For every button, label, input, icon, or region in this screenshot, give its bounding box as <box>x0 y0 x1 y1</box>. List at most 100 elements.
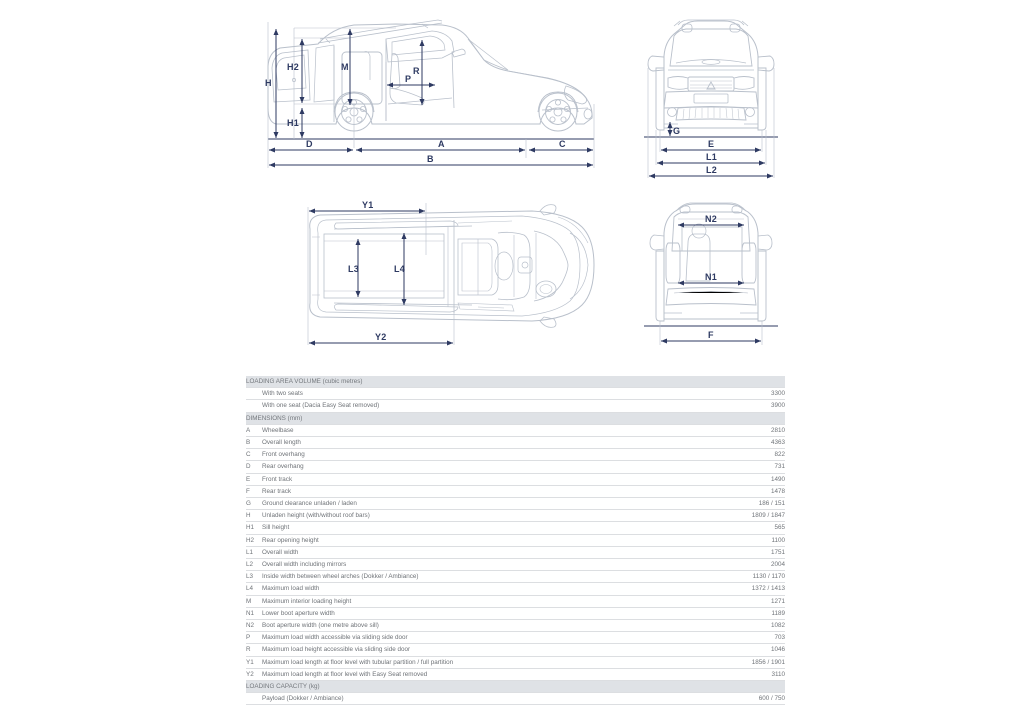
table-cell-code: M <box>246 595 262 608</box>
dim-label-H2: H2 <box>287 62 299 72</box>
table-row: Payload (Dokker / Ambiance)600 / 750 <box>246 692 785 705</box>
dim-label-H1: H1 <box>287 118 299 128</box>
table-cell-label: Payload (Dokker / Ambiance) <box>262 692 707 705</box>
table-cell-label: Boot aperture width (one metre above sil… <box>262 619 707 633</box>
table-cell-code: D <box>246 460 262 474</box>
table-cell-code: L4 <box>246 582 262 596</box>
table-cell-label: Rear track <box>262 485 707 499</box>
table-section-row: LOADING CAPACITY (kg) <box>246 680 785 694</box>
table-cell-label: Unladen height (with/without roof bars) <box>262 509 707 523</box>
table-cell-code: L1 <box>246 546 262 560</box>
table-cell-code: H1 <box>246 521 262 535</box>
table-cell-label: Front track <box>262 473 707 486</box>
table-cell-code: F <box>246 485 262 499</box>
dim-label-E: E <box>708 139 714 149</box>
dim-label-R: R <box>413 66 420 76</box>
dim-label-N2: N2 <box>705 214 717 224</box>
table-cell-value: 2810 <box>707 424 785 438</box>
table-cell-code: C <box>246 448 262 462</box>
table-cell-label: Overall width including mirrors <box>262 558 707 572</box>
table-cell-code: R <box>246 643 262 657</box>
table-cell-label: Overall width <box>262 546 707 560</box>
table-cell-label: Rear opening height <box>262 534 707 547</box>
table-cell-label: Ground clearance unladen / laden <box>262 497 707 511</box>
table-row: With one seat (Dacia Easy Seat removed)3… <box>246 399 785 413</box>
table-cell-code: B <box>246 436 262 450</box>
table-cell-label: Rear overhang <box>262 460 707 474</box>
table-cell-code: G <box>246 497 262 511</box>
table-cell-code: L3 <box>246 570 262 584</box>
table-cell-label: Maximum interior loading height <box>262 595 707 608</box>
table-cell-code: N1 <box>246 607 262 621</box>
table-cell-label: Sill height <box>262 521 707 535</box>
table-cell-code: E <box>246 473 262 486</box>
table-section-row: LOADING AREA VOLUME (cubic metres) <box>246 376 785 389</box>
side-view-drawing: H H2 H1 M R P D A C B <box>246 8 616 188</box>
dim-label-M: M <box>341 62 349 72</box>
top-view-drawing: Y1 L3 L4 Y2 <box>282 193 616 361</box>
table-cell-code: H2 <box>246 534 262 547</box>
dim-label-N1: N1 <box>705 272 717 282</box>
table-cell-value: 1130 / 1170 <box>707 570 785 584</box>
dim-label-P: P <box>405 74 411 84</box>
table-cell-value: 186 / 151 <box>707 497 785 511</box>
table-cell-value: 1478 <box>707 485 785 499</box>
table-cell-label: With one seat (Dacia Easy Seat removed) <box>262 399 707 413</box>
table-cell-value: 3300 <box>707 387 785 401</box>
dim-label-L3: L3 <box>348 264 359 274</box>
table-cell-code: L2 <box>246 558 262 572</box>
dim-label-H: H <box>265 78 272 88</box>
table-section-row: DIMENSIONS (mm) <box>246 412 785 425</box>
table-cell-value: 1490 <box>707 473 785 486</box>
dim-label-L2: L2 <box>706 165 717 175</box>
table-cell-label: With two seats <box>262 387 707 401</box>
table-cell-label: Wheelbase <box>262 424 707 438</box>
table-cell-value: 1082 <box>707 619 785 633</box>
table-cell-value: 703 <box>707 631 785 645</box>
specifications-table: LOADING AREA VOLUME (cubic metres)With t… <box>246 376 785 705</box>
table-cell-label: Maximum load width accessible via slidin… <box>262 631 707 645</box>
table-cell-value: 1189 <box>707 607 785 621</box>
table-section-title: DIMENSIONS (mm) <box>246 412 785 425</box>
specifications-table-body: LOADING AREA VOLUME (cubic metres)With t… <box>246 376 785 705</box>
table-cell-value: 565 <box>707 521 785 535</box>
spec-sheet-page: H H2 H1 M R P D A C B <box>246 8 796 705</box>
table-cell-value: 1809 / 1847 <box>707 509 785 523</box>
dim-label-F: F <box>708 330 714 340</box>
dim-label-B: B <box>427 154 434 164</box>
table-cell-value: 3110 <box>707 668 785 682</box>
table-cell-value: 4363 <box>707 436 785 450</box>
table-cell-value: 1856 / 1901 <box>707 656 785 669</box>
table-cell-value: 1751 <box>707 546 785 560</box>
table-cell-code: Y1 <box>246 656 262 669</box>
table-cell-label: Inside width between wheel arches (Dokke… <box>262 570 707 584</box>
table-cell-code <box>246 387 262 401</box>
table-cell-label: Maximum load length at floor level with … <box>262 668 707 682</box>
table-cell-value: 822 <box>707 448 785 462</box>
dim-label-C: C <box>559 139 566 149</box>
table-cell-label: Maximum load width <box>262 582 707 596</box>
table-cell-label: Front overhang <box>262 448 707 462</box>
table-cell-code: A <box>246 424 262 438</box>
front-view-drawing: G E L1 L2 <box>626 8 796 188</box>
table-cell-label: Maximum load length at floor level with … <box>262 656 707 669</box>
table-cell-code: Y2 <box>246 668 262 682</box>
rear-view-drawing: N2 N1 F <box>626 193 796 361</box>
